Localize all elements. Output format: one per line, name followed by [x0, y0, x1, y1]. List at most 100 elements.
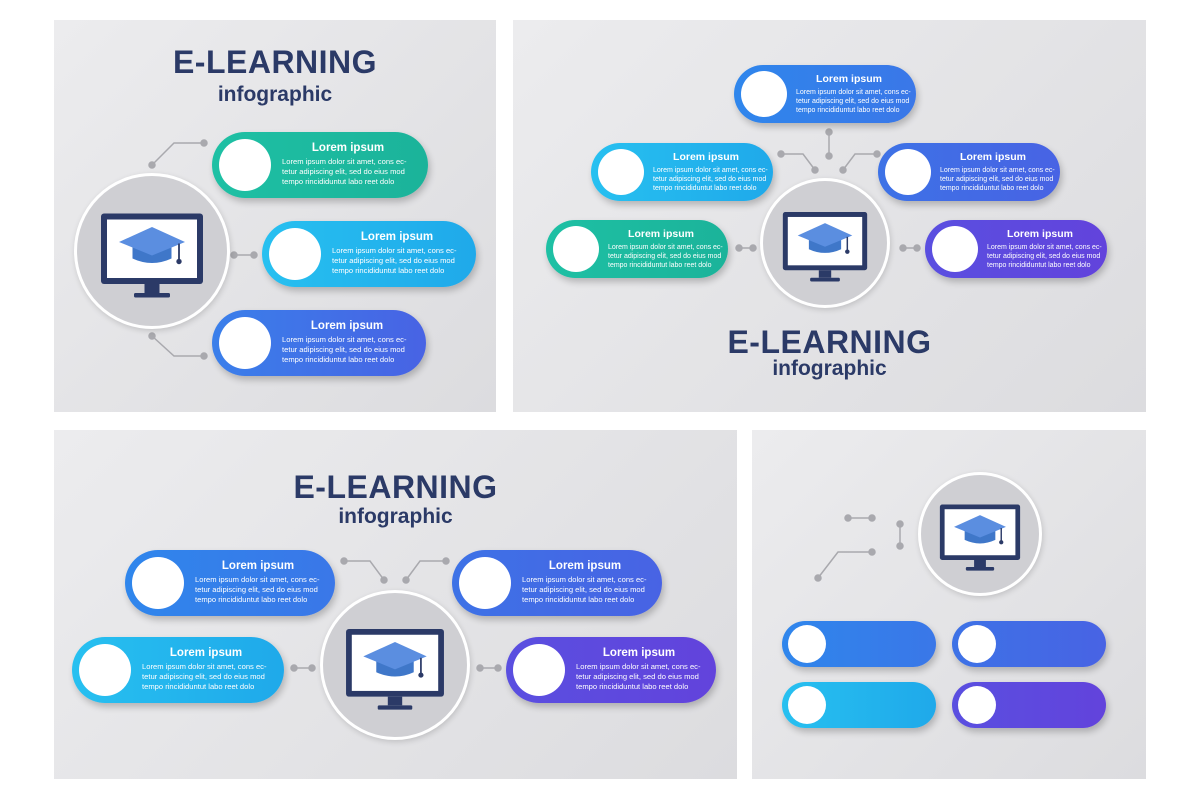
info-box-circle: [269, 228, 321, 280]
info-box-line: tempo rincididuntut labo reet dolo: [282, 355, 395, 364]
info-box-heading: Lorem ipsum: [311, 142, 385, 154]
info-box-3: Lorem ipsum Lorem ipsum dolor sit amet, …: [72, 637, 284, 703]
info-box-circle: [132, 557, 184, 609]
info-box-line: tempo rincididuntut labo reet dolo: [332, 266, 445, 275]
info-box-text: Lorem ipsum Lorem ipsum dolor sit amet, …: [940, 151, 1055, 193]
info-box-line: tempo rincididuntut labo reet dolo: [987, 262, 1091, 269]
info-box-line: tetur adipiscing elit, sed do eius mod: [940, 176, 1054, 183]
info-box-text: Lorem ipsum Lorem ipsum dolor sit amet, …: [576, 647, 702, 692]
infographic-panel-1: E-LEARNING infographic Lorem ipsum Lorem…: [54, 20, 496, 412]
monitor-graduation-cap-icon: [939, 504, 1021, 571]
info-box-2: Lorem ipsum Lorem ipsum dolor sit amet, …: [591, 143, 773, 201]
title: E-LEARNING: [727, 324, 932, 360]
info-box-heading: Lorem ipsum: [1007, 228, 1073, 240]
monitor-graduation-cap-icon: [346, 629, 444, 710]
info-box-text: Lorem ipsum Lorem ipsum dolor sit amet, …: [522, 560, 648, 605]
hub-circle: [760, 178, 890, 308]
info-box-line: tetur adipiscing elit, sed do eius mod: [142, 672, 265, 681]
info-box-line: Lorem ipsum dolor sit amet, cons ec-: [522, 575, 647, 584]
info-box-heading: Lorem ipsum: [360, 231, 434, 243]
info-box-text: Lorem ipsum Lorem ipsum dolor sit amet, …: [332, 231, 462, 276]
info-box-line: tempo rincididuntut labo reet dolo: [940, 185, 1044, 192]
info-box-heading: Lorem ipsum: [816, 73, 882, 85]
info-box-line: Lorem ipsum dolor sit amet, cons ec-: [282, 157, 407, 166]
info-box-circle: [219, 139, 271, 191]
info-box-3: Lorem ipsum Lorem ipsum dolor sit amet, …: [878, 143, 1060, 201]
info-box-3: Lorem ipsum Lorem ipsum dolor sit amet, …: [212, 310, 426, 376]
info-box-4: Lorem ipsum Lorem ipsum dolor sit amet, …: [546, 220, 728, 278]
info-box-line: Lorem ipsum dolor sit amet, cons ec-: [195, 575, 320, 584]
info-box-line: Lorem ipsum dolor sit amet, cons ec-: [576, 662, 701, 671]
info-box-circle: [459, 557, 511, 609]
info-box-circle: [513, 644, 565, 696]
connector-lines: [735, 128, 921, 252]
info-box-circle: [932, 226, 978, 272]
infographic-panel-4: [752, 430, 1146, 779]
info-box-circle: [885, 149, 931, 195]
info-box-text: Lorem ipsum Lorem ipsum dolor sit amet, …: [796, 73, 911, 115]
info-box-2: [952, 621, 1106, 667]
info-box-line: Lorem ipsum dolor sit amet, cons ec-: [608, 244, 723, 251]
info-box-heading: Lorem ipsum: [602, 647, 676, 659]
info-box-circle: [598, 149, 644, 195]
connector-lines: [148, 139, 258, 360]
info-box-line: tetur adipiscing elit, sed do eius mod: [522, 585, 645, 594]
info-box-text: Lorem ipsum Lorem ipsum dolor sit amet, …: [653, 151, 768, 193]
subtitle: infographic: [772, 357, 887, 380]
info-box-line: Lorem ipsum dolor sit amet, cons ec-: [653, 167, 768, 174]
info-box-line: tempo rincididuntut labo reet dolo: [576, 682, 689, 691]
info-box-line: Lorem ipsum dolor sit amet, cons ec-: [142, 662, 267, 671]
info-box-4: Lorem ipsum Lorem ipsum dolor sit amet, …: [506, 637, 716, 703]
info-box-text: Lorem ipsum Lorem ipsum dolor sit amet, …: [282, 320, 412, 365]
info-box-line: Lorem ipsum dolor sit amet, cons ec-: [796, 89, 911, 96]
title: E-LEARNING: [172, 44, 378, 80]
info-box-5: Lorem ipsum Lorem ipsum dolor sit amet, …: [925, 220, 1107, 278]
info-box-line: tempo rincididuntut labo reet dolo: [522, 595, 635, 604]
info-box-2: Lorem ipsum Lorem ipsum dolor sit amet, …: [452, 550, 662, 616]
subtitle: infographic: [217, 83, 333, 106]
info-box-circle: [79, 644, 131, 696]
info-box-circle: [958, 625, 996, 663]
info-box-line: tempo rincididuntut labo reet dolo: [282, 177, 395, 186]
hub-circle: [918, 472, 1042, 596]
info-box-line: tetur adipiscing elit, sed do eius mod: [282, 345, 405, 354]
info-box-line: tetur adipiscing elit, sed do eius mod: [653, 176, 767, 183]
info-box-1: Lorem ipsum Lorem ipsum dolor sit amet, …: [734, 65, 916, 123]
connector-lines: [290, 557, 502, 672]
info-box-line: tetur adipiscing elit, sed do eius mod: [332, 256, 455, 265]
info-box-line: tetur adipiscing elit, sed do eius mod: [987, 253, 1101, 260]
info-box-1: Lorem ipsum Lorem ipsum dolor sit amet, …: [212, 132, 428, 198]
info-box-line: tetur adipiscing elit, sed do eius mod: [608, 253, 722, 260]
info-box-heading: Lorem ipsum: [548, 560, 622, 572]
infographic-panel-2: Lorem ipsum Lorem ipsum dolor sit amet, …: [513, 20, 1146, 412]
info-box-text: Lorem ipsum Lorem ipsum dolor sit amet, …: [608, 228, 723, 270]
info-box-1: Lorem ipsum Lorem ipsum dolor sit amet, …: [125, 550, 335, 616]
info-box-line: tetur adipiscing elit, sed do eius mod: [282, 167, 405, 176]
info-box-circle: [958, 686, 996, 724]
info-box-text: Lorem ipsum Lorem ipsum dolor sit amet, …: [282, 142, 414, 187]
info-box-line: Lorem ipsum dolor sit amet, cons ec-: [332, 246, 457, 255]
info-box-heading: Lorem ipsum: [221, 560, 295, 572]
infographic-panel-3: E-LEARNING infographic Lorem ipsum Lorem…: [54, 430, 737, 779]
hub-circle: [74, 173, 230, 329]
info-box-heading: Lorem ipsum: [310, 320, 384, 332]
info-box-line: tempo rincididuntut labo reet dolo: [142, 682, 255, 691]
info-box-4: [952, 682, 1106, 728]
info-box-line: Lorem ipsum dolor sit amet, cons ec-: [987, 244, 1102, 251]
info-box-line: Lorem ipsum dolor sit amet, cons ec-: [282, 335, 407, 344]
info-box-line: tetur adipiscing elit, sed do eius mod: [796, 98, 910, 105]
info-box-circle: [788, 625, 826, 663]
info-box-1: [782, 621, 936, 667]
info-box-heading: Lorem ipsum: [960, 151, 1026, 163]
monitor-graduation-cap-icon: [782, 212, 868, 282]
info-box-line: tempo rincididuntut labo reet dolo: [796, 107, 900, 114]
info-box-line: tempo rincididuntut labo reet dolo: [653, 185, 757, 192]
monitor-graduation-cap-icon: [101, 213, 203, 298]
info-box-heading: Lorem ipsum: [628, 228, 694, 240]
info-box-circle: [553, 226, 599, 272]
info-box-line: tempo rincididuntut labo reet dolo: [195, 595, 308, 604]
info-box-3: [782, 682, 936, 728]
subtitle: infographic: [338, 505, 453, 528]
info-box-text: Lorem ipsum Lorem ipsum dolor sit amet, …: [142, 647, 270, 692]
info-box-line: tetur adipiscing elit, sed do eius mod: [195, 585, 318, 594]
